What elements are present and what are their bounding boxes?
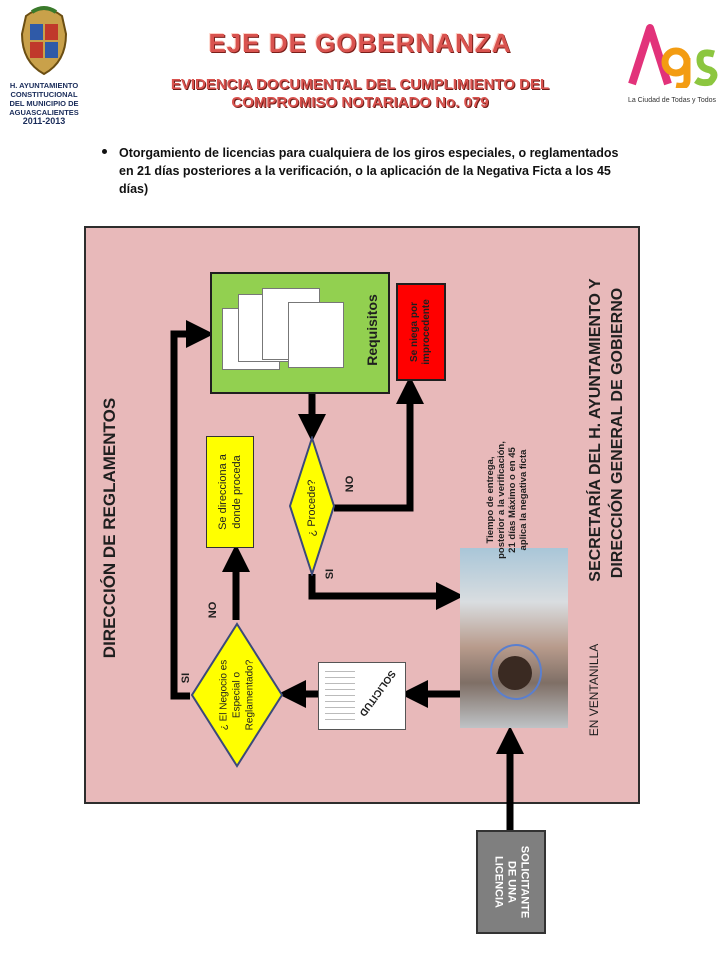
direcciona-label: Se direcciona a donde proceda: [217, 454, 243, 530]
si-label-bottom: SI: [180, 672, 192, 684]
negocio-label: ¿ El Negocio es Especial o Reglamentado?: [218, 659, 256, 731]
ags-logo: La Ciudad de Todas y Todos: [624, 22, 720, 108]
solicitud-label: SOLICITUD: [356, 667, 398, 719]
procede-diamond: [288, 436, 336, 576]
document-icon: [288, 302, 344, 368]
negative-box-label: Se niega por improcedente: [409, 299, 432, 365]
solicitud-document: SOLICITUD: [318, 662, 406, 730]
direccion-reglamentos-label: DIRECCIÓN DE REGLAMENTOS: [100, 397, 119, 659]
solicitud-form-lines: [325, 671, 355, 721]
ags-logo-mark-icon: [628, 24, 718, 90]
municipal-logo-caption: H. AYUNTAMIENTO CONSTITUCIONAL DEL MUNIC…: [9, 81, 79, 126]
no-label-top: NO: [344, 475, 356, 493]
bullet-text: Otorgamiento de licencias para cualquier…: [119, 146, 619, 196]
ventanilla-photo: [460, 548, 568, 728]
page-subtitle-line2: COMPROMISO NOTARIADO No. 079: [231, 94, 489, 111]
secretaria-label-line1: SECRETARÍA DEL H. AYUNTAMIENTO Y: [587, 278, 604, 582]
municipal-logo: H. AYUNTAMIENTO CONSTITUCIONAL DEL MUNIC…: [6, 4, 82, 126]
en-ventanilla-label: EN VENTANILLA: [585, 635, 603, 745]
no-label-bottom: NO: [207, 601, 219, 619]
secretaria-label-line2: DIRECCIÓN GENERAL DE GOBIERNO: [609, 287, 626, 579]
en-ventanilla-text: EN VENTANILLA: [587, 643, 601, 737]
si-label-top: SI: [324, 568, 336, 580]
bullet-icon: [102, 149, 107, 154]
requisitos-label: Requisitos: [364, 294, 380, 366]
page-title: EJE DE GOBERNANZA: [208, 28, 512, 58]
negative-box: Se niega por improcedente: [396, 283, 446, 381]
procede-label: ¿ Procede?: [306, 479, 318, 537]
window-frame: [490, 644, 542, 700]
coat-of-arms-icon: [20, 6, 68, 76]
negocio-diamond: [190, 622, 284, 768]
solicitante-label: SOLICITANTE DE UNA LICENCIA: [492, 845, 531, 919]
direcciona-box: Se direcciona a donde proceda: [206, 436, 254, 548]
tiempo-note: Tiempo de entrega, posterior a la verifi…: [485, 441, 529, 559]
page-subtitle-line1: EVIDENCIA DOCUMENTAL DEL CUMPLIMIENTO DE…: [170, 76, 550, 93]
ags-logo-tagline: La Ciudad de Todas y Todos: [627, 97, 717, 104]
solicitante-box: SOLICITANTE DE UNA LICENCIA: [476, 830, 546, 934]
requisitos-box: Requisitos: [210, 272, 390, 394]
